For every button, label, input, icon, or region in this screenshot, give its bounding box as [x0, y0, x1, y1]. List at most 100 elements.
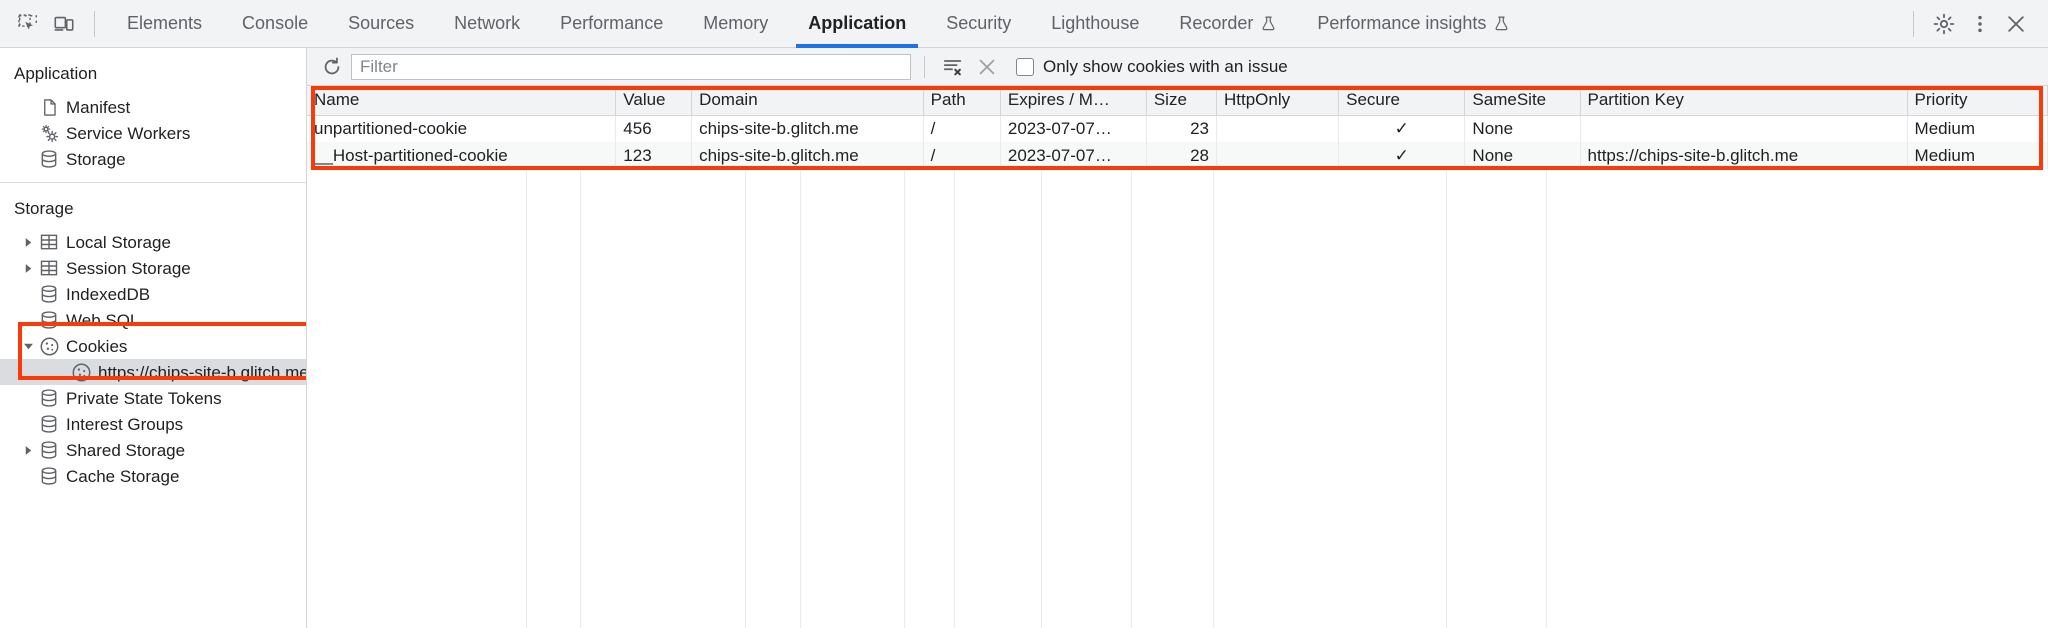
column-header-partition-key[interactable]: Partition Key — [1580, 86, 1908, 116]
sidebar-item-local-storage[interactable]: Local Storage — [0, 229, 306, 255]
tab-label: Network — [454, 13, 521, 33]
cell-domain: chips-site-b.glitch.me — [691, 115, 924, 142]
toolbar-divider — [94, 10, 95, 37]
grid-column-separator — [746, 171, 801, 628]
sidebar-item-indexeddb[interactable]: IndexedDB — [0, 281, 306, 307]
only-issues-checkbox[interactable]: Only show cookies with an issue — [1016, 57, 1288, 77]
grid-column-separator — [581, 171, 746, 628]
sidebar-item-service-workers[interactable]: Service Workers — [0, 120, 306, 146]
sidebar-item-https-chips-site-b-glitch-me[interactable]: https://chips-site-b.glitch.me — [0, 359, 306, 385]
sidebar-item-label: Private State Tokens — [66, 388, 222, 408]
sidebar-item-label: Cache Storage — [66, 466, 180, 486]
chevron-right-icon[interactable] — [20, 237, 36, 248]
tab-performance[interactable]: Performance — [540, 0, 683, 48]
search-input[interactable] — [351, 53, 911, 80]
sidebar-item-cache-storage[interactable]: Cache Storage — [0, 463, 306, 489]
column-header-samesite[interactable]: SameSite — [1464, 86, 1581, 116]
column-header-httponly[interactable]: HttpOnly — [1216, 86, 1340, 116]
cookie-icon — [36, 336, 62, 357]
tab-label: Console — [242, 13, 309, 33]
device-toolbar-icon[interactable] — [46, 6, 82, 42]
grid-column-separator — [1214, 171, 1447, 628]
document-icon — [36, 98, 62, 117]
sidebar-item-label: Session Storage — [66, 258, 191, 278]
sidebar-item-label: Interest Groups — [66, 414, 184, 434]
sidebar-item-label: Cookies — [66, 336, 128, 356]
sidebar-item-label: https://chips-site-b.glitch.me — [98, 362, 307, 382]
table-icon — [36, 232, 62, 252]
gear-icon[interactable] — [1926, 6, 1962, 42]
cell-priority: Medium — [1907, 115, 2048, 142]
tab-console[interactable]: Console — [222, 0, 328, 48]
clear-filtered-icon[interactable] — [938, 52, 968, 82]
sidebar-item-private-state-tokens[interactable]: Private State Tokens — [0, 385, 306, 411]
column-header-domain[interactable]: Domain — [691, 86, 924, 116]
only-issues-label: Only show cookies with an issue — [1043, 56, 1288, 76]
column-header-secure[interactable]: Secure — [1338, 86, 1466, 116]
chevron-right-icon[interactable] — [20, 445, 36, 456]
tab-label: Lighthouse — [1051, 13, 1140, 33]
table-icon — [36, 258, 62, 278]
column-header-priority[interactable]: Priority — [1907, 86, 2048, 116]
tab-recorder[interactable]: Recorder — [1159, 0, 1297, 48]
clear-all-icon[interactable] — [972, 52, 1002, 82]
database-icon — [36, 440, 62, 460]
refresh-icon[interactable] — [317, 52, 347, 82]
database-icon — [36, 284, 62, 304]
inspect-element-icon[interactable] — [10, 6, 46, 42]
sidebar-item-cookies[interactable]: Cookies — [0, 333, 306, 359]
tab-security[interactable]: Security — [926, 0, 1031, 48]
grid-column-separator — [801, 171, 905, 628]
tab-memory[interactable]: Memory — [683, 0, 788, 48]
sidebar-item-storage[interactable]: Storage — [0, 146, 306, 172]
column-header-expires-m[interactable]: Expires / M… — [1000, 86, 1147, 116]
tab-elements[interactable]: Elements — [107, 0, 222, 48]
gears-icon — [36, 123, 62, 144]
devtools-top-toolbar: Elements Console Sources Network Performance… — [0, 0, 2048, 48]
kebab-menu-icon[interactable] — [1962, 6, 1998, 42]
checkbox-box[interactable] — [1016, 57, 1034, 76]
tab-performance-insights[interactable]: Performance insights — [1297, 0, 1530, 48]
database-icon — [36, 310, 62, 330]
close-icon[interactable] — [1998, 6, 2034, 42]
tab-label: Elements — [127, 13, 203, 33]
tab-label: Performance — [560, 13, 664, 33]
column-header-value[interactable]: Value — [615, 86, 693, 116]
cell-expires-m: 2023-07-07… — [1000, 115, 1147, 142]
tab-network[interactable]: Network — [434, 0, 540, 48]
cell-size: 28 — [1146, 142, 1218, 169]
grid-column-separator — [955, 171, 1042, 628]
column-header-size[interactable]: Size — [1146, 86, 1218, 116]
sidebar-item-web-sql[interactable]: Web SQL — [0, 307, 306, 333]
cell-httponly — [1216, 142, 1340, 169]
tab-label: Sources — [348, 13, 415, 33]
cell-name: unpartitioned-cookie — [307, 115, 617, 142]
column-header-name[interactable]: Name — [307, 86, 617, 116]
experimental-flask-icon — [1260, 15, 1277, 32]
sidebar-section-title: Application — [14, 64, 98, 83]
sidebar-item-manifest[interactable]: Manifest — [0, 94, 306, 120]
sidebar-item-session-storage[interactable]: Session Storage — [0, 255, 306, 281]
sidebar-item-label: Manifest — [66, 97, 131, 117]
tab-application[interactable]: Application — [788, 0, 926, 48]
sidebar-item-shared-storage[interactable]: Shared Storage — [0, 437, 306, 463]
grid-column-separator — [905, 171, 955, 628]
tab-label: Performance insights — [1317, 13, 1487, 33]
tab-lighthouse[interactable]: Lighthouse — [1031, 0, 1159, 48]
column-header-path[interactable]: Path — [923, 86, 1001, 116]
cell-domain: chips-site-b.glitch.me — [691, 142, 924, 169]
grid-column-separator — [1132, 171, 1214, 628]
chevron-down-icon[interactable] — [20, 341, 36, 352]
sidebar-item-interest-groups[interactable]: Interest Groups — [0, 411, 306, 437]
cell-value: 123 — [615, 142, 693, 169]
tab-sources[interactable]: Sources — [328, 0, 434, 48]
chevron-right-icon[interactable] — [20, 263, 36, 274]
tab-label: Memory — [703, 13, 769, 33]
grid-column-separator — [307, 171, 527, 628]
